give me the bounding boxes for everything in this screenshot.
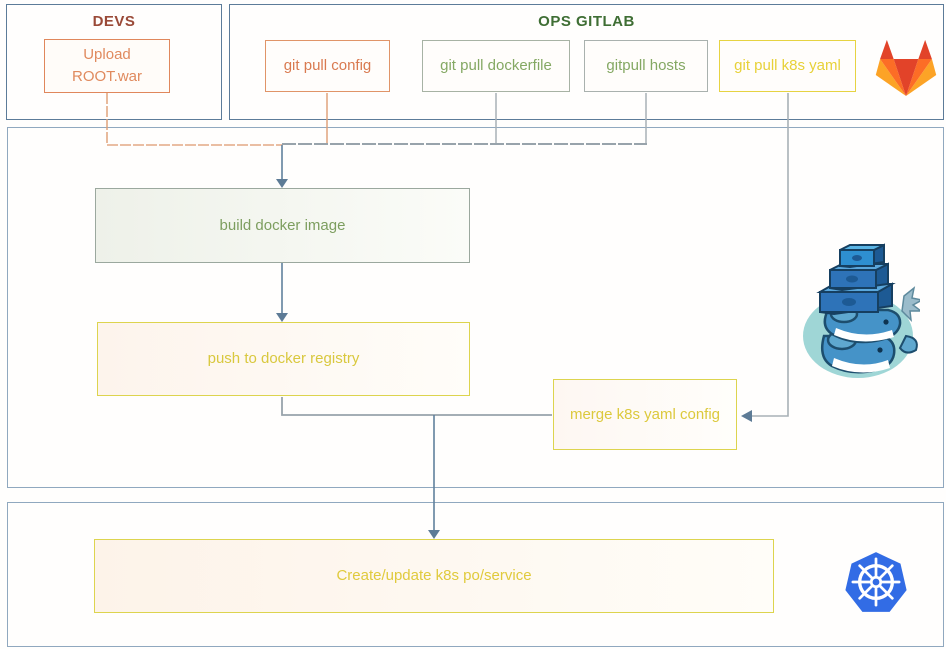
node-git-pull-dockerfile: git pull dockerfile [422, 40, 570, 92]
docker-swarm-icon [803, 243, 920, 378]
node-build-docker-image: build docker image [95, 188, 470, 263]
node-create-update-k8s: Create/update k8s po/service [94, 539, 774, 613]
node-label: Upload ROOT.war [71, 46, 142, 85]
node-label: push to docker registry [207, 350, 360, 368]
gitlab-logo-icon [875, 39, 937, 96]
node-gitpull-hosts: gitpull hosts [584, 40, 708, 92]
group-ops-gitlab-title: OPS GITLAB [538, 13, 635, 30]
kubernetes-icon [845, 552, 907, 612]
node-push-to-docker-registry: push to docker registry [97, 322, 470, 396]
node-label: build docker image [219, 216, 346, 234]
node-merge-k8s-yaml-config: merge k8s yaml config [553, 379, 737, 450]
node-label: git pull config [283, 57, 372, 75]
node-label: Create/update k8s po/service [336, 567, 532, 585]
group-devs-title: DEVS [92, 13, 136, 30]
node-label: merge k8s yaml config [569, 405, 721, 423]
node-upload-root-war: Upload ROOT.war [44, 39, 170, 93]
node-label: gitpull hosts [606, 57, 686, 75]
node-git-pull-config: git pull config [265, 40, 390, 92]
node-git-pull-k8s-yaml: git pull k8s yaml [719, 40, 856, 92]
node-label: git pull k8s yaml [734, 57, 841, 75]
node-label: git pull dockerfile [440, 57, 552, 75]
group-devs: DEVS [6, 4, 222, 120]
